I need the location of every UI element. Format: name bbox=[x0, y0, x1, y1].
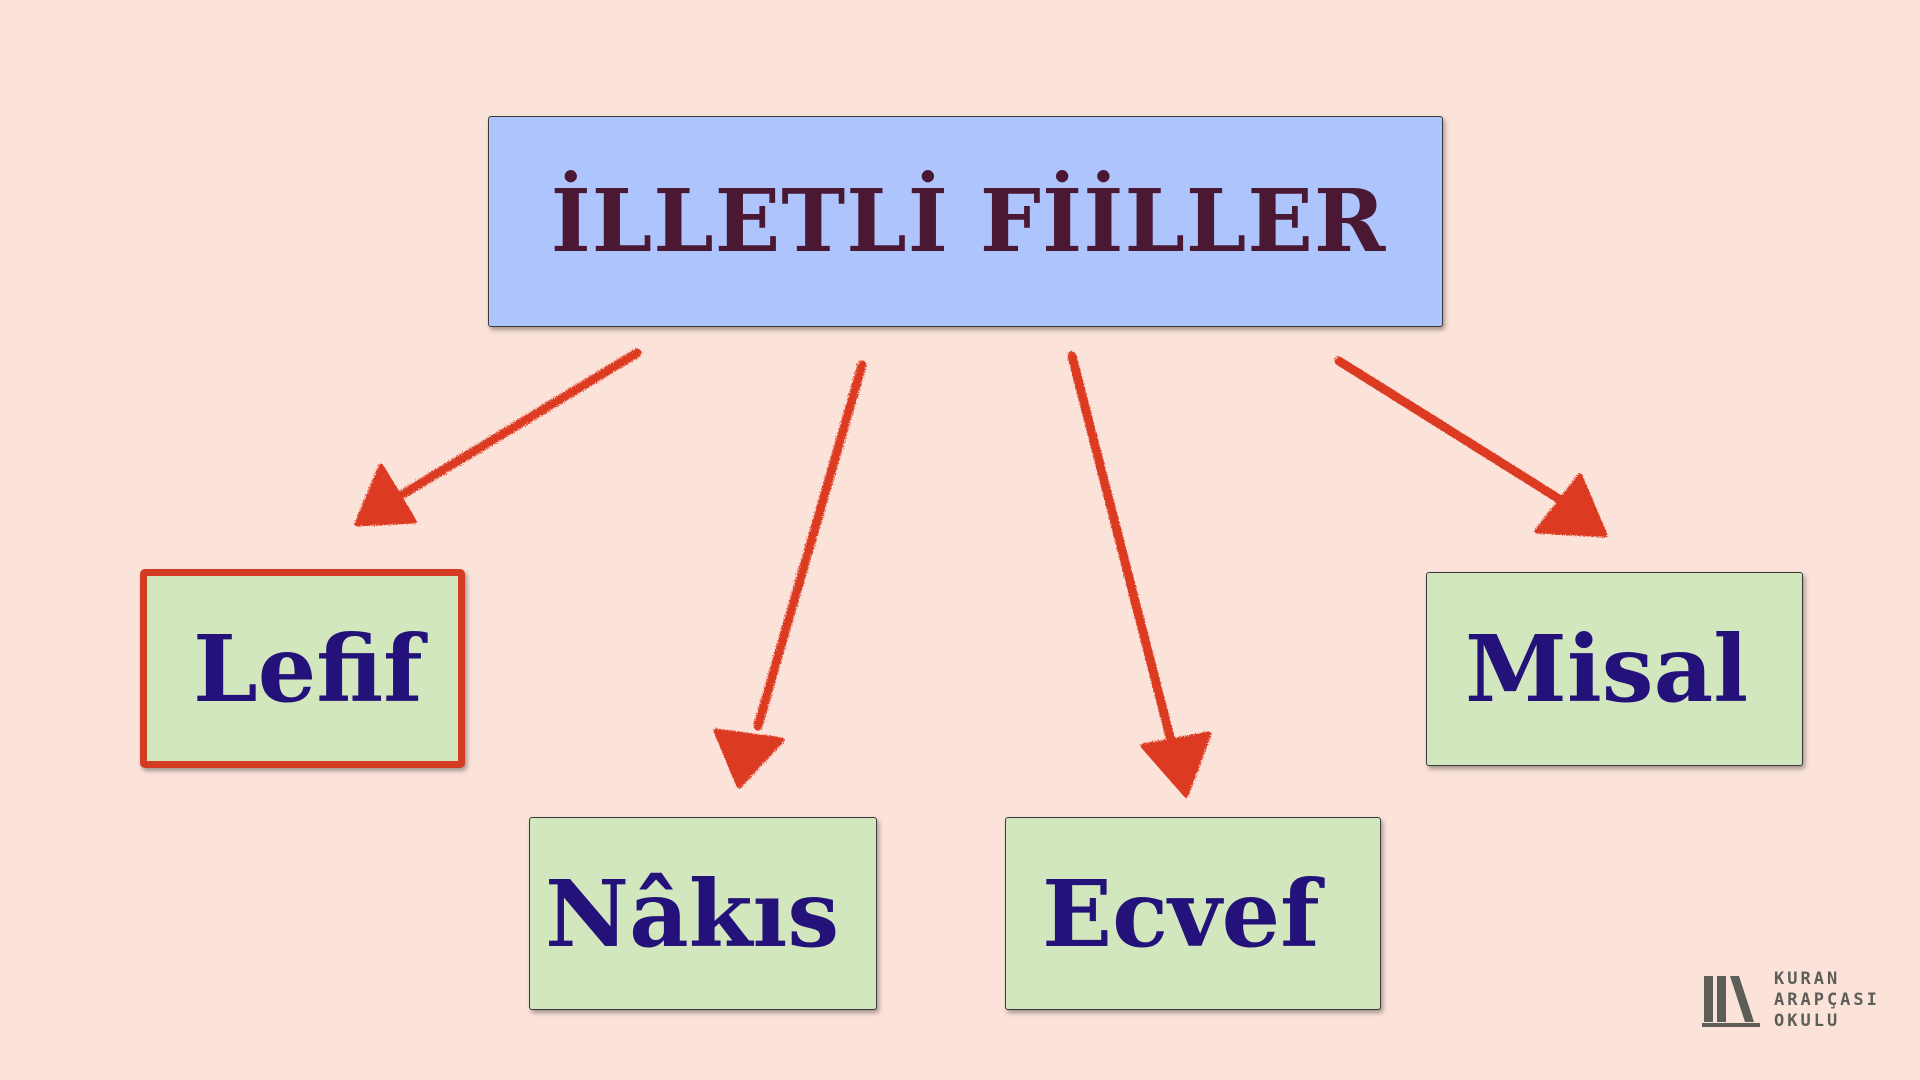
arrow-to-misal bbox=[1334, 356, 1608, 538]
logo-line-1: KURAN bbox=[1774, 968, 1841, 989]
branch-box-misal: Misal bbox=[1426, 572, 1803, 766]
branch-box-nakis: Nâkıs bbox=[529, 817, 877, 1010]
arrow-to-ecvef bbox=[1067, 351, 1212, 798]
branch-label-misal: Misal bbox=[1465, 615, 1749, 723]
branch-box-lefif: Lefif bbox=[140, 569, 465, 768]
logo-line-3: OKULU bbox=[1774, 1010, 1841, 1031]
logo-text: KURAN ARAPÇASI OKULU bbox=[1774, 969, 1880, 1032]
branch-label-ecvef: Ecvef bbox=[1042, 859, 1320, 968]
branch-label-nakis: Nâkıs bbox=[545, 859, 840, 968]
diagram-title: İLLETLİ FİİLLER bbox=[550, 171, 1387, 272]
arrow-to-nakis bbox=[713, 360, 867, 789]
branch-label-lefif: Lefif bbox=[193, 614, 423, 723]
arrow-to-lefif bbox=[354, 348, 642, 527]
book-stack-icon bbox=[1702, 976, 1760, 1027]
branch-box-ecvef: Ecvef bbox=[1005, 817, 1381, 1010]
logo: KURAN ARAPÇASI OKULU bbox=[1702, 965, 1880, 1035]
logo-line-2: ARAPÇASI bbox=[1774, 989, 1880, 1010]
title-box: İLLETLİ FİİLLER bbox=[488, 116, 1443, 327]
